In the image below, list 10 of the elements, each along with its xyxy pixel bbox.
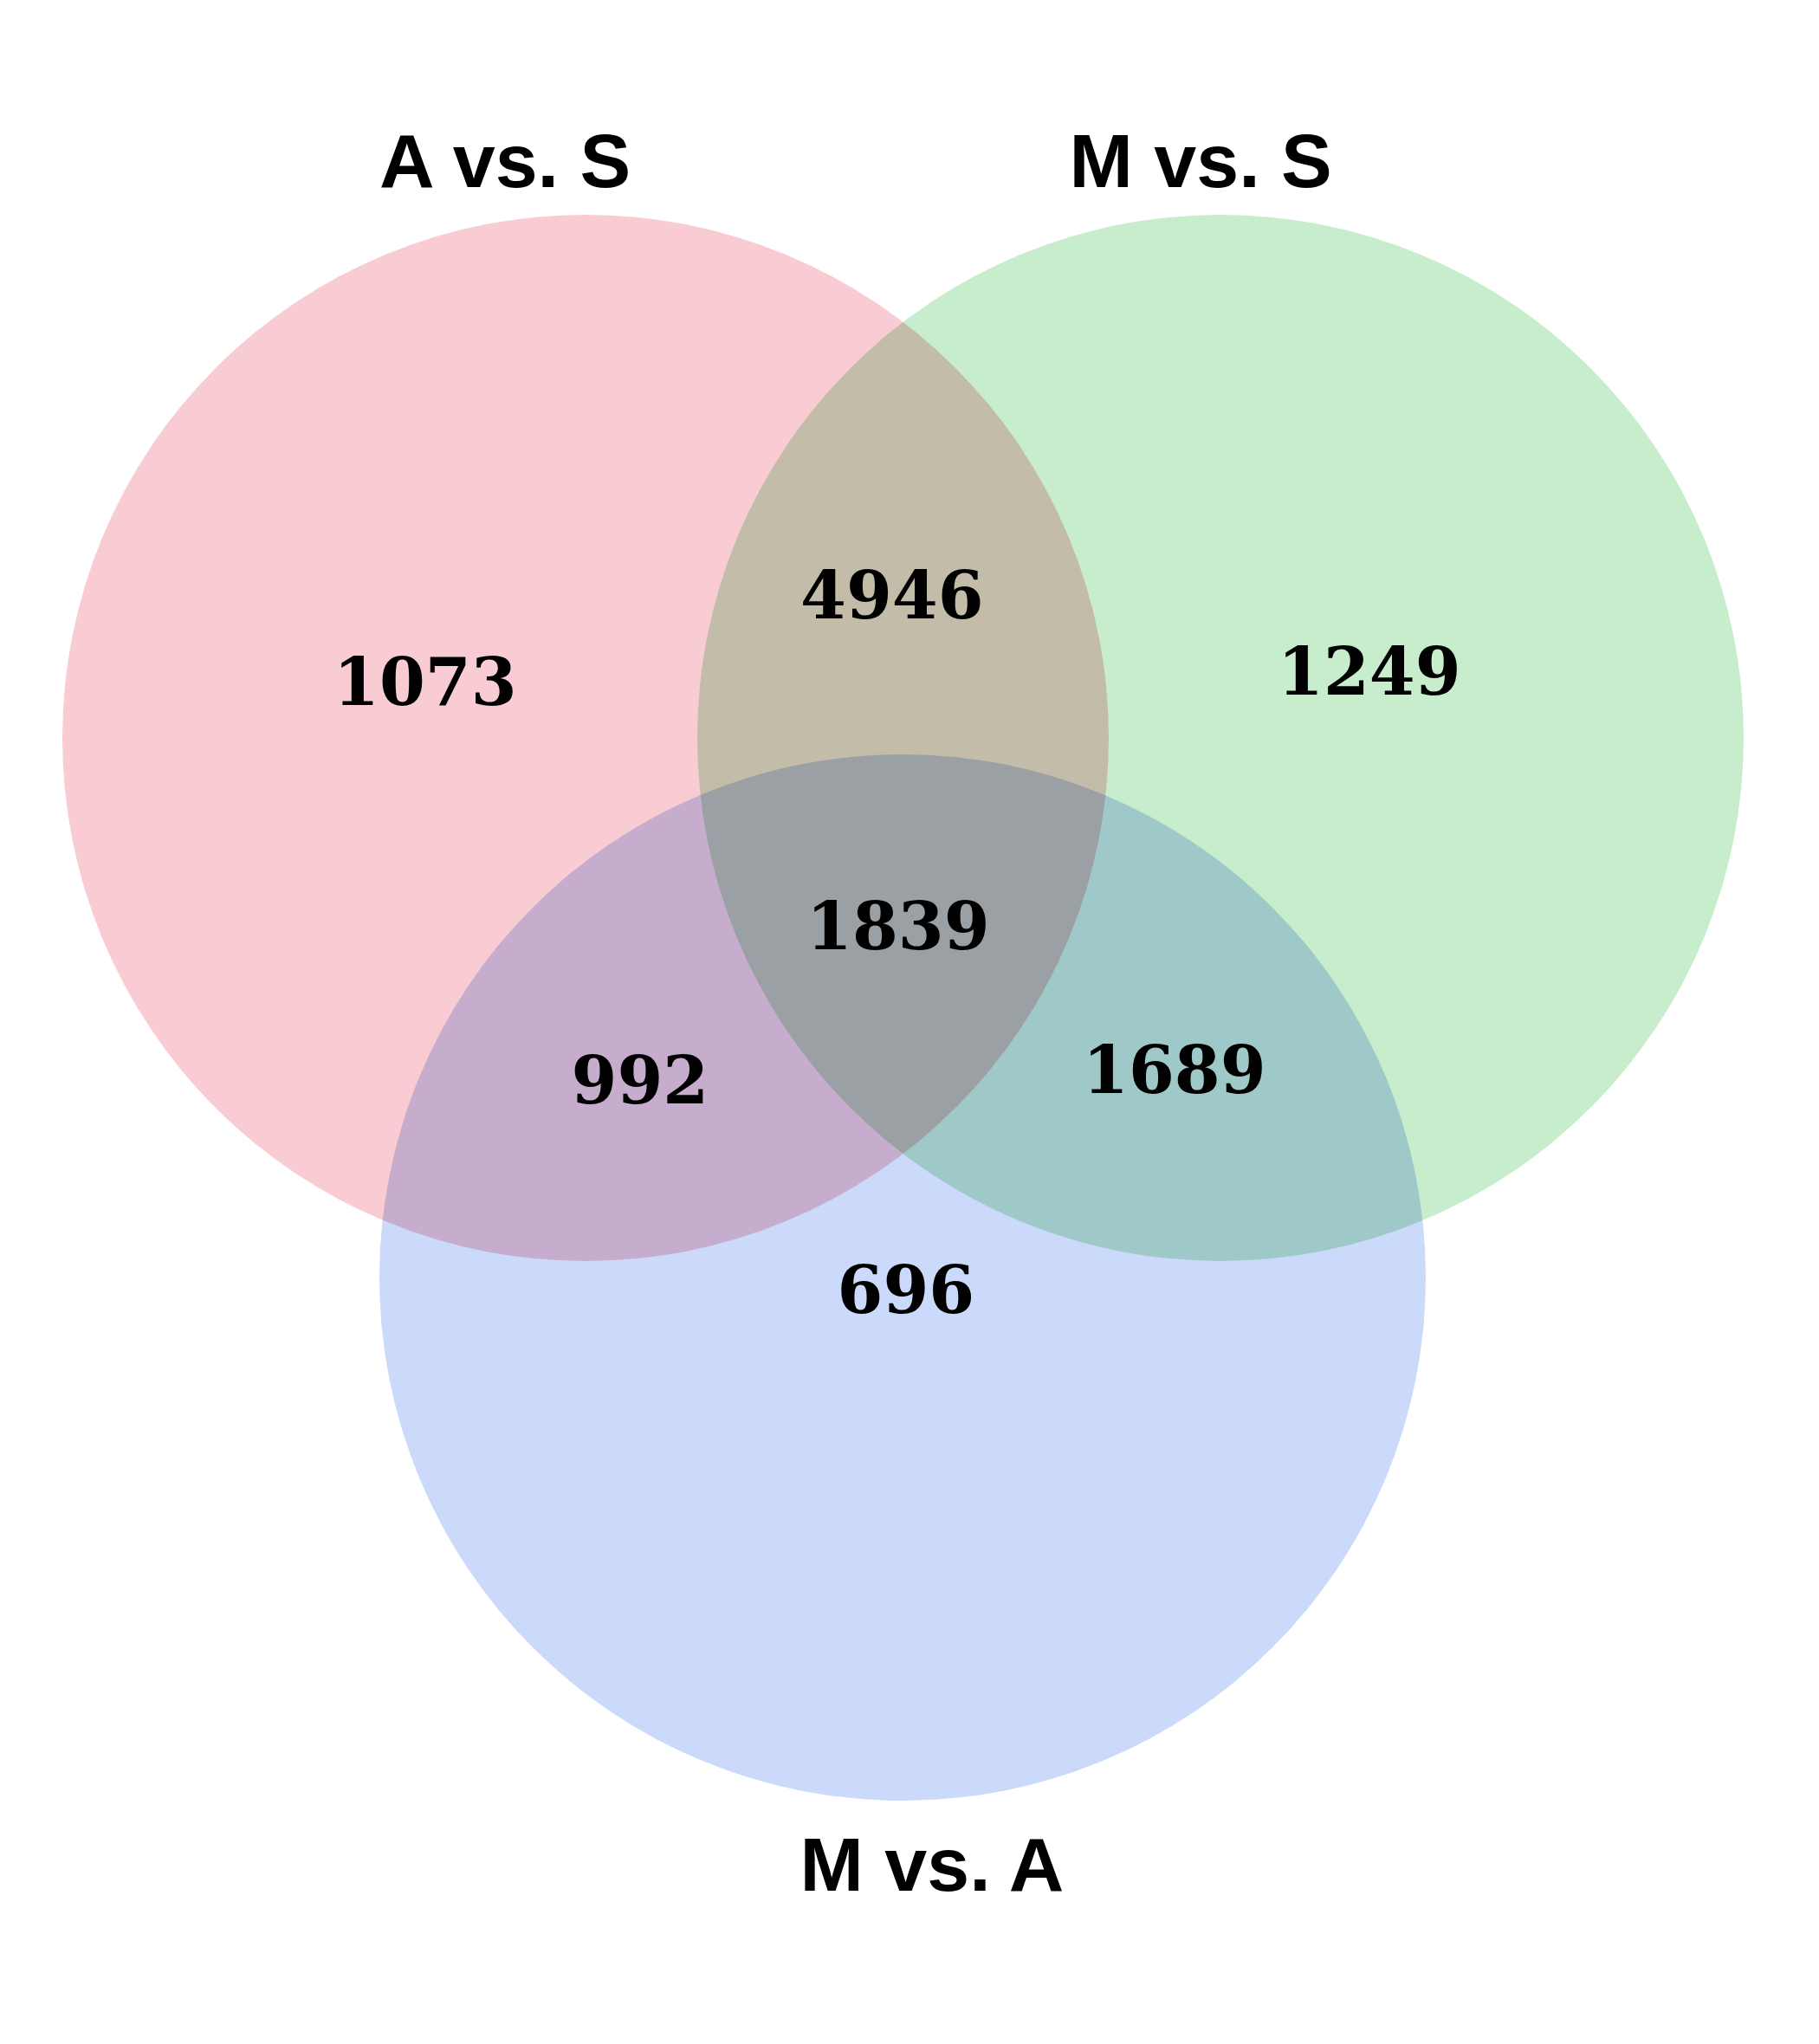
count-label: 992 <box>571 1048 709 1114</box>
count-label: 1839 <box>806 894 990 960</box>
count-label: 1689 <box>1083 1038 1266 1103</box>
set-label: M vs. S <box>1069 123 1332 199</box>
count-label: 1249 <box>1278 639 1461 705</box>
set-label: A vs. S <box>379 123 631 199</box>
set-label: M vs. A <box>799 1827 1065 1903</box>
count-label: 1073 <box>333 650 517 715</box>
count-label: 696 <box>837 1258 975 1323</box>
count-label: 4946 <box>800 563 984 629</box>
